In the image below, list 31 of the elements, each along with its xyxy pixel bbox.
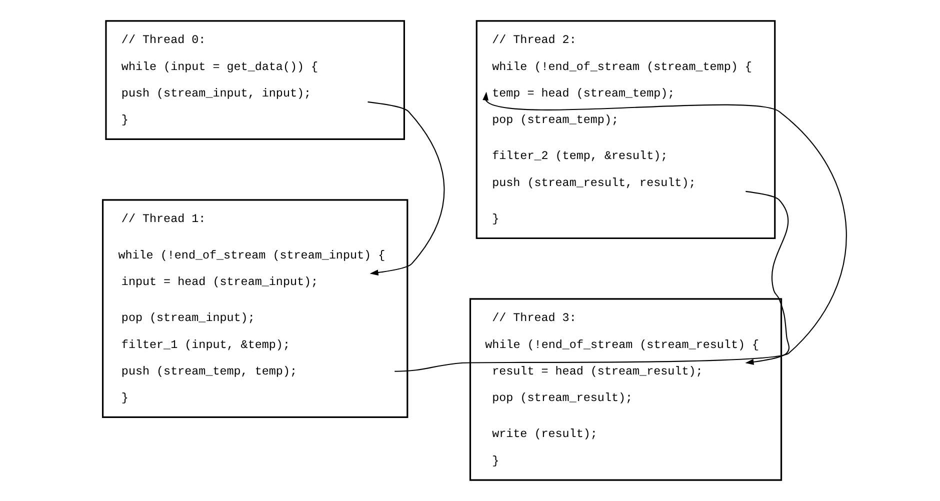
node-text: pop (stream_temp);: [492, 113, 618, 128]
node-text: while (!end_of_stream (stream_result) {: [484, 338, 759, 352]
node-text: result = head (stream_result);: [492, 364, 702, 378]
node-text: write (result);: [492, 427, 597, 442]
cluster: [104, 20, 404, 140]
node-text: while (!end_of_stream (stream_temp) {: [492, 60, 752, 74]
node-text: }: [492, 212, 499, 226]
node-text: while (input = get_data()) {: [120, 60, 318, 74]
arrow: [744, 190, 790, 365]
node-text: filter_2 (temp, &result);: [492, 149, 668, 164]
cluster: [475, 20, 776, 240]
node-text: while (!end_of_stream (stream_input) {: [118, 248, 385, 262]
node-text: }: [120, 113, 128, 128]
node-text: }: [492, 454, 499, 468]
cluster: [468, 298, 782, 481]
node-text: // Thread 0:: [120, 33, 206, 48]
node-text: input = head (stream_input);: [120, 274, 318, 289]
arrow: [367, 101, 444, 276]
node-text: push (stream_input, input);: [120, 86, 311, 100]
node-text: // Thread 2:: [492, 33, 576, 48]
node-text: }: [120, 391, 128, 405]
node-text: pop (stream_result);: [492, 391, 632, 405]
node-text: filter_1 (input, &temp);: [120, 338, 290, 352]
node-text: push (stream_result, result);: [492, 176, 696, 190]
node-text: pop (stream_input);: [120, 311, 254, 326]
node-text: push (stream_temp, temp);: [120, 364, 296, 378]
node-text: // Thread 1:: [120, 212, 206, 226]
arrow: [394, 92, 846, 372]
node-text: // Thread 3:: [492, 311, 576, 326]
cluster: [101, 199, 408, 418]
node-text: temp = head (stream_temp);: [492, 86, 674, 100]
